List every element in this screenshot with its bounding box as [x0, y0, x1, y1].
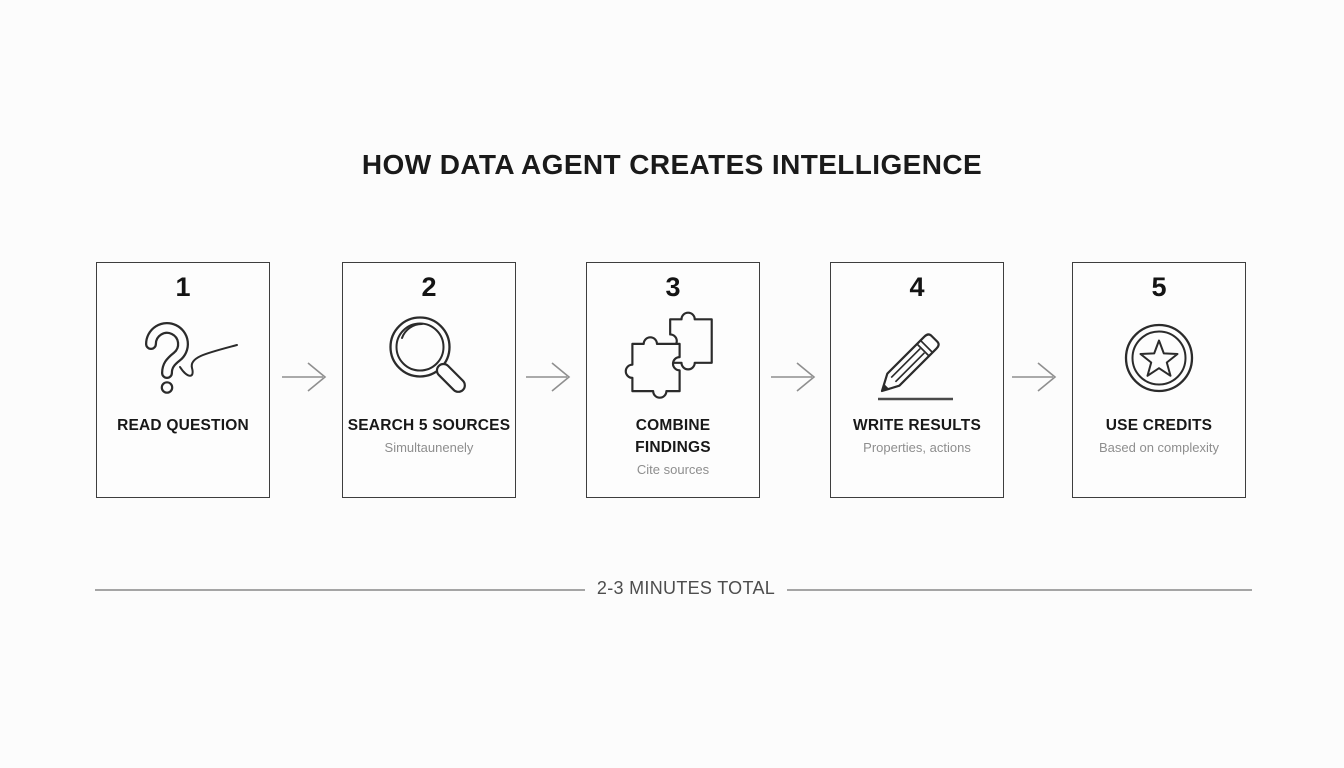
step-icon-zone — [587, 303, 759, 415]
step-subtitle: Cite sources — [636, 462, 710, 477]
step-label: USE CREDITS — [1105, 417, 1213, 434]
step-label: WRITE RESULTS — [852, 417, 982, 434]
page-title: HOW DATA AGENT CREATES INTELLIGENCE — [361, 149, 983, 180]
step-icon-zone — [97, 303, 269, 415]
step-number: 3 — [665, 272, 681, 302]
step-subtitle: Properties, actions — [863, 440, 971, 455]
step-number: 2 — [421, 272, 437, 302]
step-card-3: 3 COMBINE FINDINGS Cite sources — [586, 262, 760, 498]
step-icon-zone — [1073, 303, 1245, 415]
duration-label: 2-3 MINUTES TOTAL — [596, 578, 776, 598]
step-icon-zone — [343, 303, 515, 415]
puzzle-pieces-icon — [624, 311, 713, 399]
step-number: 4 — [909, 272, 925, 302]
step-number: 5 — [1151, 272, 1167, 302]
step-label: COMBINE FINDINGS — [635, 417, 711, 456]
divider-line-left — [95, 589, 585, 591]
step-card-4: 4 WRITE RESULTS Properties, actions — [830, 262, 1004, 498]
step-icon-zone — [831, 303, 1003, 415]
coin-star-icon — [1124, 323, 1194, 393]
arrow-right-icon — [1012, 362, 1057, 392]
step-label: READ QUESTION — [117, 417, 249, 434]
step-card-5: 5 USE CREDITS Based on complexity — [1072, 262, 1246, 498]
arrow-right-icon — [526, 362, 571, 392]
magnifier-icon — [389, 316, 466, 393]
question-mark-icon — [145, 322, 238, 394]
pencil-icon — [878, 333, 953, 401]
step-subtitle: Simultaunenely — [384, 440, 474, 455]
step-number: 1 — [175, 272, 191, 302]
arrow-right-icon — [282, 362, 327, 392]
step-subtitle: Based on complexity — [1099, 440, 1219, 455]
step-card-1: 1 READ QUESTION — [96, 262, 270, 498]
step-card-2: 2 SEARCH 5 SOURCES Simultaunenely — [342, 262, 516, 498]
divider-line-right — [787, 589, 1252, 591]
arrow-right-icon — [771, 362, 816, 392]
step-label: SEARCH 5 SOURCES — [347, 417, 511, 434]
